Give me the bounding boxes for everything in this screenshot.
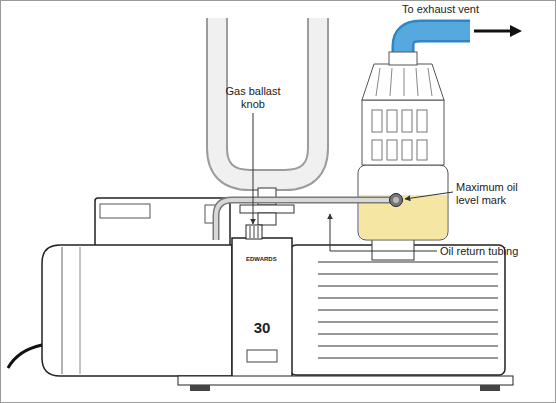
motor-part: [80, 247, 81, 374]
vacuum-u-tube-part: [258, 213, 276, 225]
oil-level-mark-part: [393, 197, 399, 203]
oil-mist-filter-part: [387, 140, 397, 160]
motor-part: [95, 198, 230, 248]
exhaust-hose: [403, 25, 522, 62]
oil-mist-filter-part: [372, 238, 414, 260]
oil-return-tubing-part: [216, 200, 395, 240]
callout-label: To exhaust vent: [402, 3, 522, 16]
pump-body-part-part: [318, 297, 498, 298]
pump-body-part: [254, 226, 255, 238]
oil-mist-filter-part: [372, 140, 382, 160]
oil-mist-filter-part: [416, 68, 418, 96]
callout-label: Gas ballast knob: [218, 85, 288, 111]
model-number: 30: [238, 319, 286, 337]
callout-label: Maximum oil level mark: [456, 181, 540, 207]
oil-mist-filter-part: [404, 68, 405, 96]
vacuum-u-tube-part: [217, 18, 318, 180]
pump-body-part-part: [318, 357, 498, 358]
pump-body-part-part: [318, 321, 498, 322]
oil-level-mark: [390, 194, 403, 207]
vacuum-u-tube-part: [217, 18, 318, 180]
oil-mist-filter-part: [372, 110, 382, 132]
oil-mist-filter-part: [417, 110, 427, 132]
pump-body-part: [480, 385, 500, 391]
pump-body-part-part: [318, 273, 498, 274]
motor-part: [8, 345, 42, 368]
oil-mist-filter-part: [417, 140, 427, 160]
motor: [8, 198, 232, 376]
vacuum-u-tube: [217, 18, 318, 225]
leader-lines-part: [330, 214, 437, 251]
motor-part: [62, 247, 63, 374]
pump-body-part: [190, 385, 210, 391]
motor-part: [100, 204, 150, 218]
oil-mist-filter-part: [362, 64, 444, 100]
oil-return-tubing: [216, 200, 395, 240]
pump-body-part: [178, 376, 513, 385]
oil-mist-filter-part: [362, 100, 444, 165]
pump-body-part: [290, 245, 505, 375]
pump-body-part: [258, 226, 259, 238]
pump-body-part-part: [318, 285, 498, 286]
callout-label: Oil return tubing: [440, 245, 552, 258]
oil-mist-filter-part: [376, 68, 380, 96]
motor-part: [42, 245, 232, 376]
leader-lines-part: [405, 192, 453, 199]
pump-body-part-part: [318, 309, 498, 310]
exhaust-hose-part: [474, 30, 512, 33]
leader-lines-part: [253, 113, 254, 224]
pump-body-part: [247, 350, 277, 362]
oil-mist-filter-part: [402, 140, 412, 160]
pump-body-part-part: [318, 261, 498, 262]
pump-body-part-part: [318, 333, 498, 334]
exhaust-hose-part: [510, 25, 522, 37]
leader-lines: [253, 113, 453, 251]
oil-mist-filter-part: [402, 110, 412, 132]
pump-body-part: [318, 262, 498, 358]
oil-mist-filter-part: [387, 110, 397, 132]
pump-body-part: [246, 225, 262, 239]
pump-body-part: [250, 226, 251, 238]
pump-body-part: [232, 238, 292, 378]
oil-mist-filter-part: [428, 68, 432, 96]
oil-level-mark-part: [390, 194, 403, 207]
vacuum-u-tube-part: [240, 205, 294, 213]
pump-body-part-part: [318, 345, 498, 346]
oil-return-tubing-part: [216, 200, 395, 240]
oil-mist-filter-part: [389, 52, 417, 65]
oil-mist-filter: [358, 52, 448, 260]
brand-logo: EDWARDS: [246, 256, 290, 263]
oil-mist-filter-part: [390, 68, 392, 96]
